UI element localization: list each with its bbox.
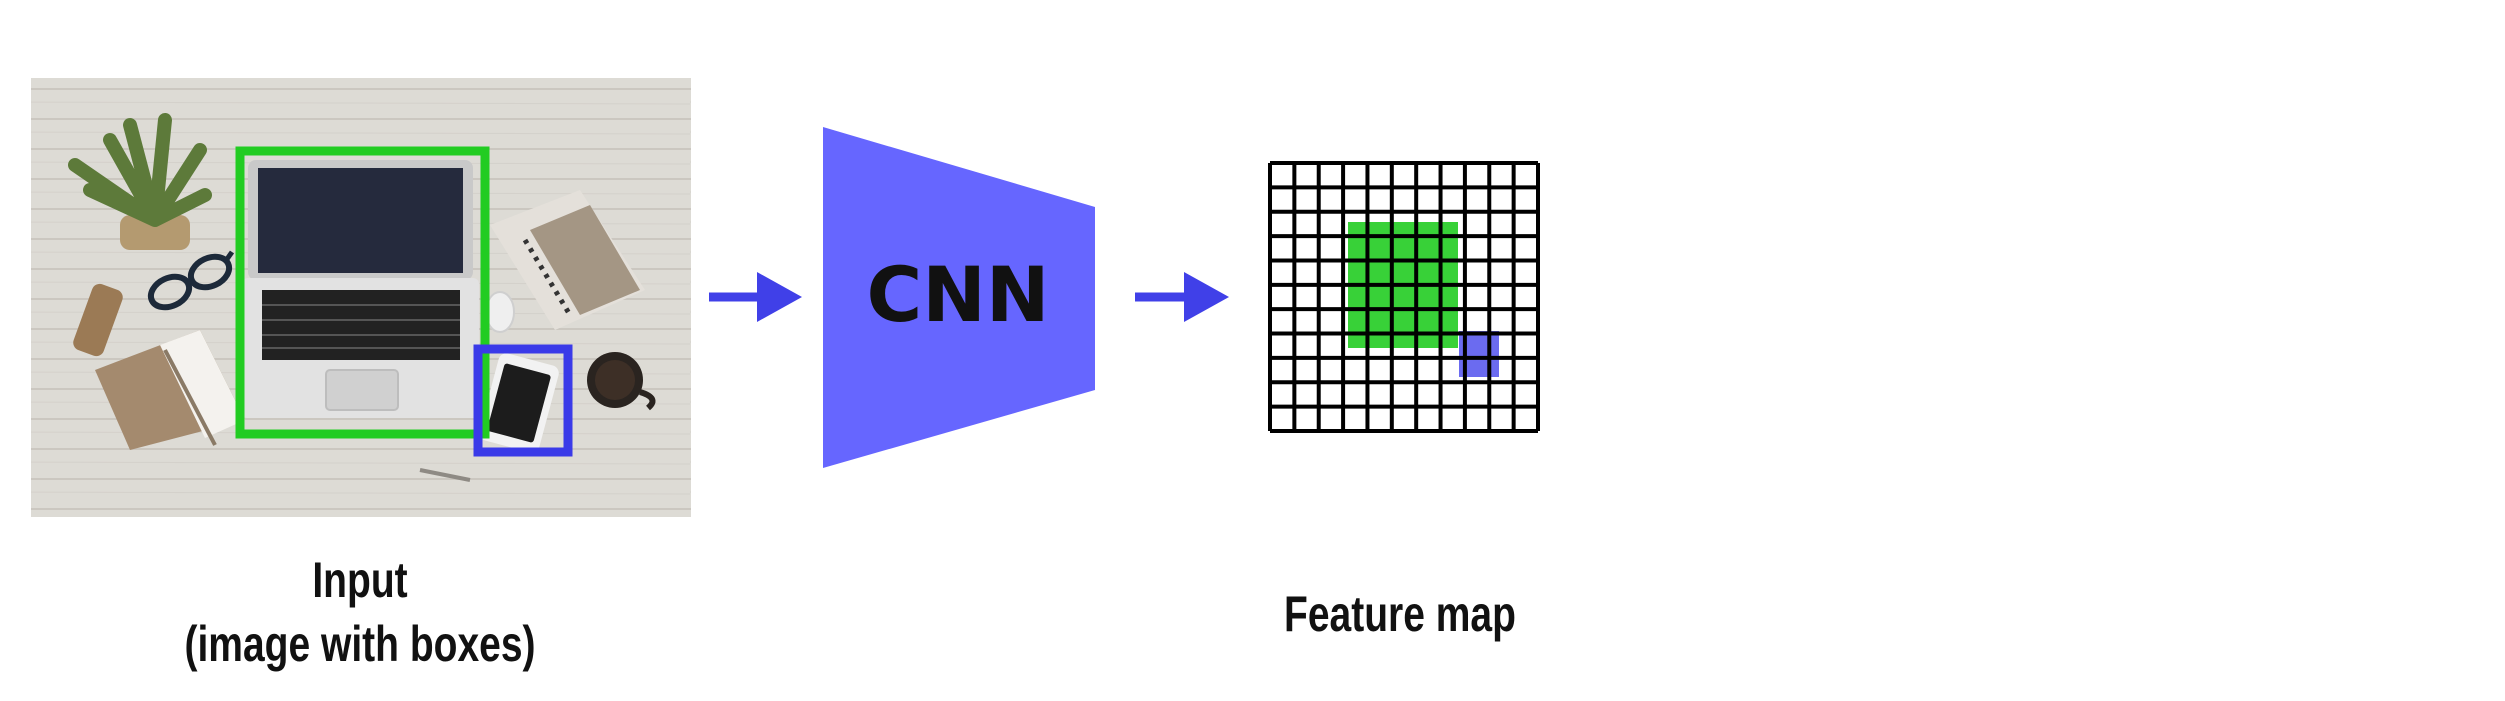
wood-block [73,283,123,357]
laptop-bounding-box [235,146,490,439]
feature-map [1268,161,1540,433]
feature-map-caption: Feature map [1284,586,1516,642]
phone-bounding-box [473,344,573,457]
cnn-block: CNN [823,127,1095,468]
arrow-icon [1135,272,1229,322]
mouse-icon [485,291,515,333]
input-image [31,78,691,517]
input-caption-line1: Input [312,552,408,608]
cup-icon [587,352,656,411]
input-caption-line2: (image with boxes) [184,616,536,672]
input-caption: Input (image with boxes) [173,548,547,676]
arrow-icon [709,272,802,322]
cnn-label: CNN [867,250,1050,339]
feature-grid [1268,161,1540,433]
pen-icon [419,468,471,482]
notebook-icon [490,190,645,330]
glasses-icon [147,250,235,311]
laptop-icon [242,160,479,418]
plant-icon [68,113,212,250]
phone-icon [479,353,559,453]
notebook-open-icon [95,330,245,450]
